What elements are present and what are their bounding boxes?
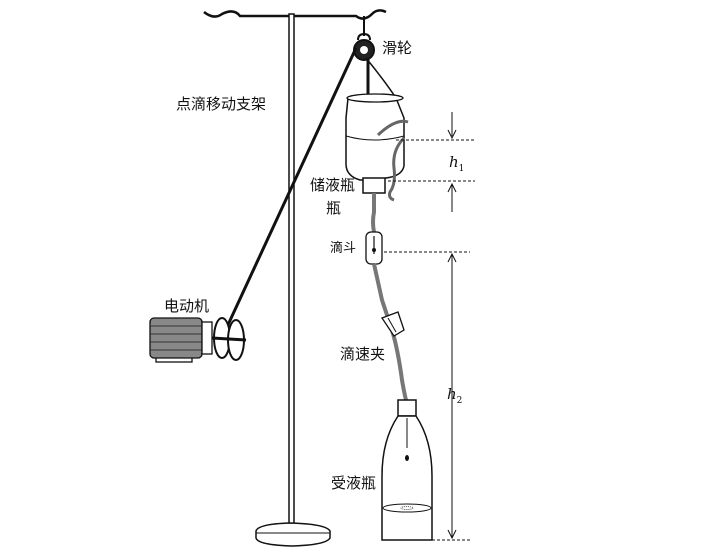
h1-label: h1 xyxy=(449,153,464,178)
drip-chamber xyxy=(365,231,383,265)
h2-label: h2 xyxy=(447,385,462,410)
receiver-label: 受液瓶 xyxy=(331,474,377,492)
drip-chamber-label: 滴斗 xyxy=(330,241,357,256)
h2-letter: h xyxy=(447,385,457,403)
tube-upper xyxy=(371,193,376,233)
rope-to-motor xyxy=(219,47,358,341)
receiver-bottle xyxy=(381,399,433,541)
h1-letter: h xyxy=(449,153,459,171)
reservoir-label: 储液瓶 xyxy=(310,176,356,194)
pulley-label: 滑轮 xyxy=(382,39,413,57)
stand-label: 点滴移动支架 xyxy=(176,95,267,113)
dimension-h2 xyxy=(384,251,470,541)
h1-subscript: 1 xyxy=(458,164,465,174)
dimension-h1 xyxy=(388,112,475,212)
flow-clamp-label: 滴速夹 xyxy=(340,345,386,363)
stand-top-bar xyxy=(203,9,387,20)
stand-base xyxy=(255,522,331,547)
rope xyxy=(219,47,397,341)
motor xyxy=(149,317,247,363)
reservoir-label-line2: 瓶 xyxy=(326,199,342,217)
stand-pole xyxy=(288,13,295,531)
h2-subscript: 2 xyxy=(456,396,463,406)
reservoir-bottle xyxy=(345,93,409,202)
iv-stand xyxy=(203,9,387,547)
pulley xyxy=(353,16,375,61)
motor-label: 电动机 xyxy=(164,297,210,315)
flow-clamp xyxy=(381,311,405,337)
